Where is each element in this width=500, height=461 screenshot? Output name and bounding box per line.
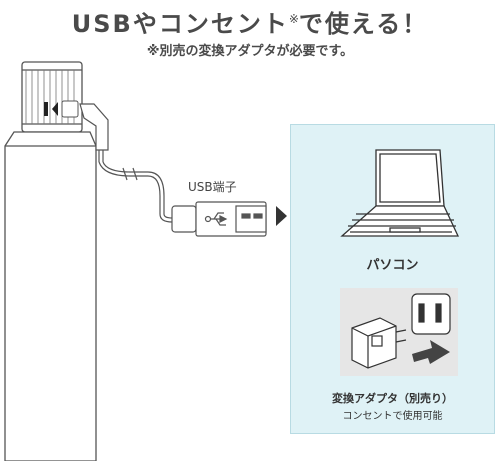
usb-port-label: USB端子	[188, 180, 237, 194]
arrow-right-icon	[276, 206, 287, 226]
headline-suffix: で使える！	[298, 10, 429, 38]
cap-ridges	[25, 70, 75, 124]
note-text: ※別売の変換アダプタが必要です。	[146, 44, 354, 59]
plug-arrow-icon	[412, 340, 450, 364]
cap-port	[44, 100, 79, 118]
bottle-body	[4, 131, 97, 461]
bottle-cap	[21, 61, 83, 133]
adapter-caption: 変換アダプタ（別売り）	[332, 392, 453, 405]
wall-outlet-icon	[411, 293, 451, 335]
adapter-usage-caption: コンセントで使用可能	[342, 411, 443, 422]
headline-text: USBやコンセント	[71, 10, 289, 38]
laptop-icon	[340, 149, 460, 237]
ac-adapter-icon	[351, 317, 407, 369]
headline-mark: ※	[288, 12, 299, 26]
usb-cable	[79, 103, 173, 223]
pc-label: パソコン	[366, 258, 419, 273]
headline: USBやコンセント※で使える！	[0, 4, 500, 39]
usb-plug	[171, 201, 267, 237]
